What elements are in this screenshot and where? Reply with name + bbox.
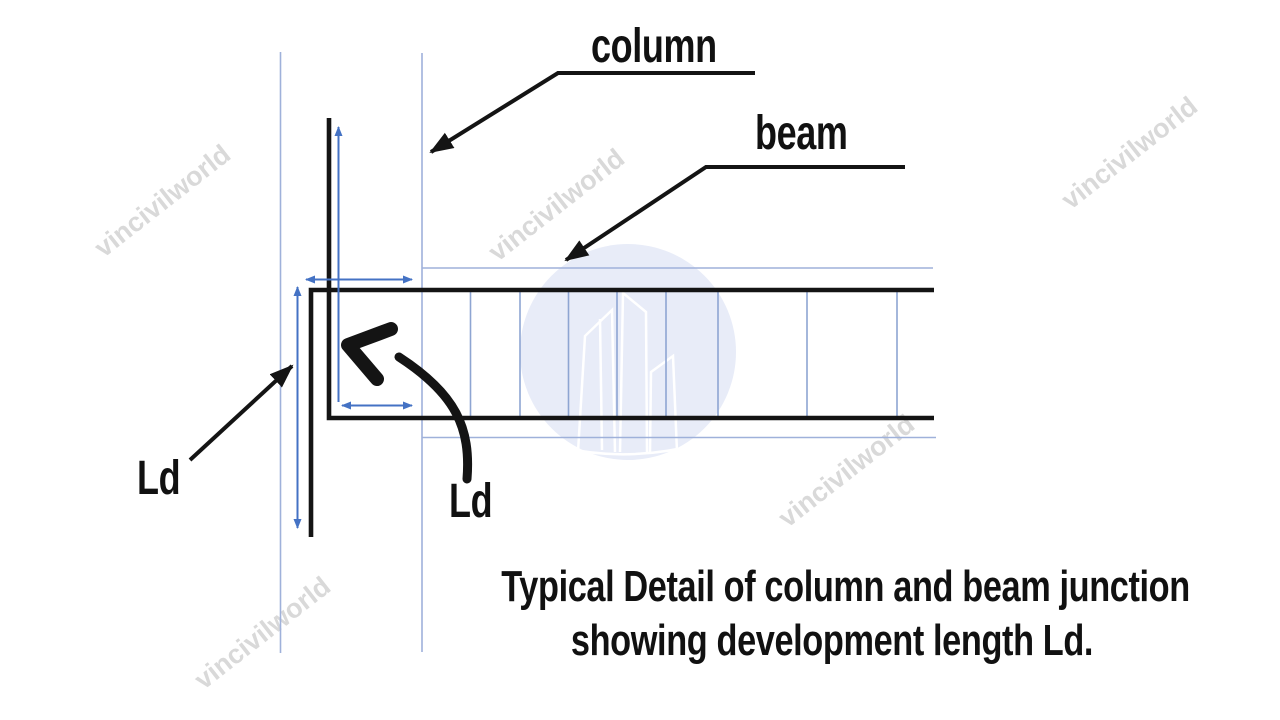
column-label: column — [591, 20, 717, 73]
logo-circle — [520, 244, 736, 460]
watermark-text: vincivilworld — [773, 409, 920, 533]
ld-label-center: Ld — [449, 475, 493, 528]
beam-top-rebar-with-ld-bend — [308, 287, 934, 537]
caption-line-1: Typical Detail of column and beam juncti… — [501, 562, 1190, 611]
caption-line-2: showing development length Ld. — [570, 616, 1094, 665]
ld-left-leader-arrow — [188, 364, 294, 462]
label-leaders — [188, 71, 905, 462]
column-rebar-and-beam-bottom-rebar — [326, 118, 934, 421]
watermark-text: vincivilworld — [1056, 91, 1203, 215]
concrete-outlines — [279, 52, 936, 653]
watermark-text: vincivilworld — [89, 139, 236, 263]
logo-watermark — [520, 244, 736, 460]
beam-stirrups — [469, 291, 898, 416]
ld-curved-arrow — [341, 322, 473, 484]
ld-label-left: Ld — [137, 452, 181, 505]
ld-curved-arrow-shaft — [394, 352, 473, 484]
rebars — [308, 118, 934, 537]
ld-curved-arrow-head — [341, 322, 398, 386]
logo-buildings-icon — [559, 290, 701, 456]
beam-leader-arrow — [564, 165, 905, 262]
column-leader-arrow — [429, 71, 755, 154]
diagram-caption: Typical Detail of column and beam juncti… — [501, 560, 1190, 668]
dimension-arrows — [293, 126, 413, 529]
watermark-text: vincivilworld — [189, 571, 336, 695]
beam-label: beam — [755, 107, 848, 160]
